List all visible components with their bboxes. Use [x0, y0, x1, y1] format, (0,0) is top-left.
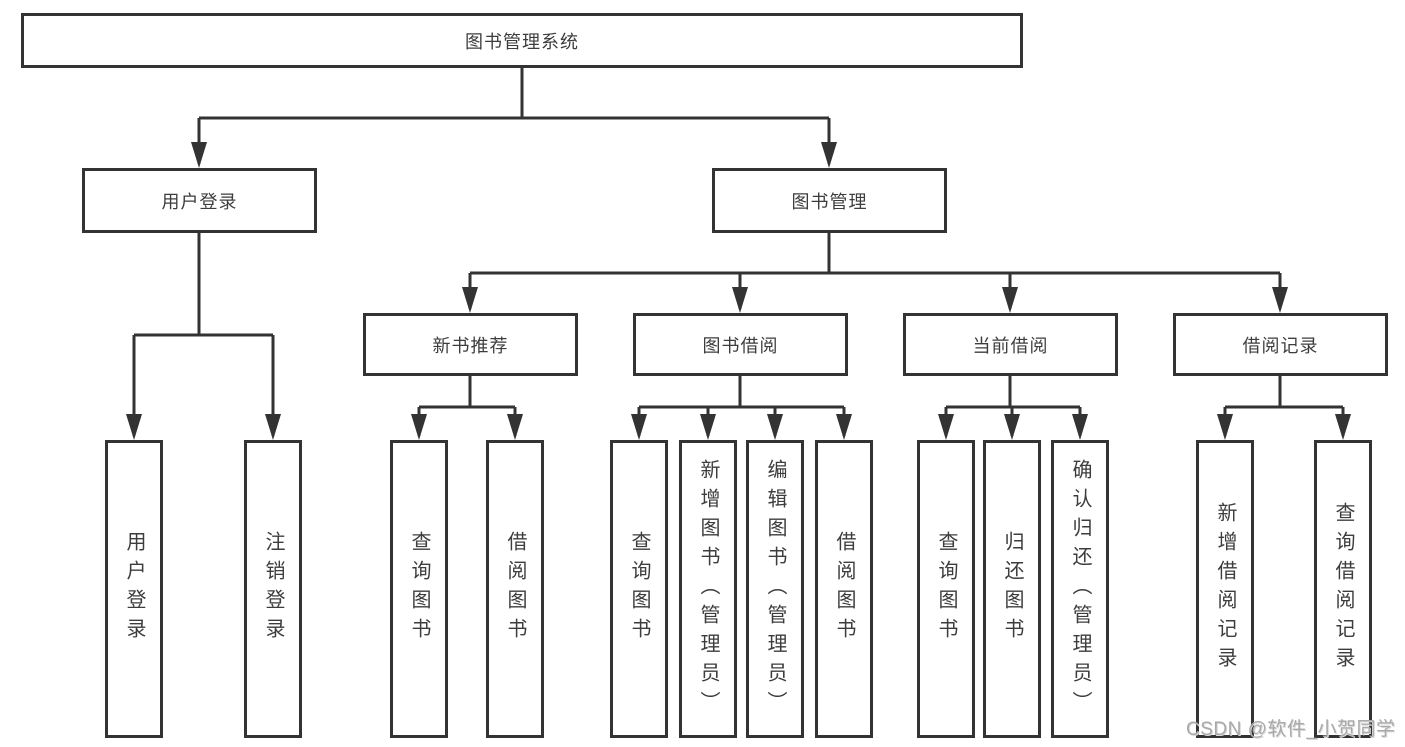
arrowhead	[732, 287, 748, 313]
node-borrow-records-label: 借阅记录	[1242, 335, 1319, 356]
arrowhead	[1217, 414, 1233, 440]
arrowhead	[1335, 414, 1351, 440]
arrowhead	[462, 287, 478, 313]
arrowhead	[126, 414, 142, 440]
node-book-borrow: 图书借阅	[633, 313, 848, 376]
arrowhead	[1004, 414, 1020, 440]
leaf-borrow-books-label: 借阅图书	[833, 531, 855, 647]
edge-newbook-to-leaves	[417, 376, 517, 436]
leaf-query-borrow-record-label: 查询借阅记录	[1332, 502, 1354, 676]
edge-userlogin-to-leaves	[132, 233, 275, 436]
node-user-login-label: 用户登录	[161, 191, 238, 212]
node-book-management-label: 图书管理	[791, 191, 868, 212]
node-root-label: 图书管理系统	[465, 31, 579, 52]
arrowhead	[1272, 287, 1288, 313]
node-book-borrow-label: 图书借阅	[702, 335, 779, 356]
arrowhead	[836, 414, 852, 440]
leaf-confirm-return-admin: 确认归还（管理员）	[1051, 440, 1109, 738]
edge-bookmgmt-to-level3	[468, 233, 1282, 309]
leaf-borrow-books-recommend: 借阅图书	[486, 440, 544, 738]
edge-root-to-level2	[197, 68, 831, 164]
leaf-add-borrow-record: 新增借阅记录	[1196, 440, 1254, 738]
leaf-query-books-borrow: 查询图书	[610, 440, 668, 738]
leaf-return-book-label: 归还图书	[1001, 531, 1023, 647]
arrowhead	[821, 142, 837, 168]
leaf-add-borrow-record-label: 新增借阅记录	[1214, 502, 1236, 676]
arrowhead	[631, 414, 647, 440]
arrowhead	[1072, 414, 1088, 440]
edge-borrow-to-leaves	[637, 376, 846, 436]
leaf-query-books-borrow-label: 查询图书	[628, 531, 650, 647]
node-root: 图书管理系统	[21, 13, 1023, 68]
leaf-logout: 注销登录	[244, 440, 302, 738]
leaf-edit-book-admin: 编辑图书（管理员）	[746, 440, 804, 738]
leaf-borrow-books: 借阅图书	[815, 440, 873, 738]
arrowhead	[507, 414, 523, 440]
node-book-management: 图书管理	[712, 168, 947, 233]
node-current-borrow: 当前借阅	[903, 313, 1118, 376]
arrowheads	[126, 142, 1351, 440]
leaf-logout-label: 注销登录	[262, 531, 284, 647]
edge-records-to-leaves	[1223, 376, 1345, 436]
node-user-login: 用户登录	[82, 168, 317, 233]
leaf-query-books-recommend-label: 查询图书	[408, 531, 430, 647]
leaf-user-login-label: 用户登录	[123, 531, 145, 647]
leaf-add-book-admin-label: 新增图书（管理员）	[697, 458, 719, 720]
watermark-text: CSDN @软件_小贺同学	[1186, 719, 1396, 740]
node-new-book-recommend-label: 新书推荐	[432, 335, 509, 356]
leaf-query-borrow-record: 查询借阅记录	[1314, 440, 1372, 738]
leaf-return-book: 归还图书	[983, 440, 1041, 738]
arrowhead	[938, 414, 954, 440]
arrowhead	[265, 414, 281, 440]
leaf-borrow-books-recommend-label: 借阅图书	[504, 531, 526, 647]
node-borrow-records: 借阅记录	[1173, 313, 1388, 376]
arrowhead	[767, 414, 783, 440]
node-current-borrow-label: 当前借阅	[972, 335, 1049, 356]
arrowhead	[700, 414, 716, 440]
leaf-add-book-admin: 新增图书（管理员）	[679, 440, 737, 738]
arrowhead	[1002, 287, 1018, 313]
node-new-book-recommend: 新书推荐	[363, 313, 578, 376]
leaf-query-books-current: 查询图书	[917, 440, 975, 738]
arrowhead	[411, 414, 427, 440]
leaf-edit-book-admin-label: 编辑图书（管理员）	[764, 458, 786, 720]
leaf-query-books-recommend: 查询图书	[390, 440, 448, 738]
leaf-confirm-return-admin-label: 确认归还（管理员）	[1069, 458, 1091, 720]
leaf-user-login: 用户登录	[105, 440, 163, 738]
leaf-query-books-current-label: 查询图书	[935, 531, 957, 647]
arrowhead	[191, 142, 207, 168]
